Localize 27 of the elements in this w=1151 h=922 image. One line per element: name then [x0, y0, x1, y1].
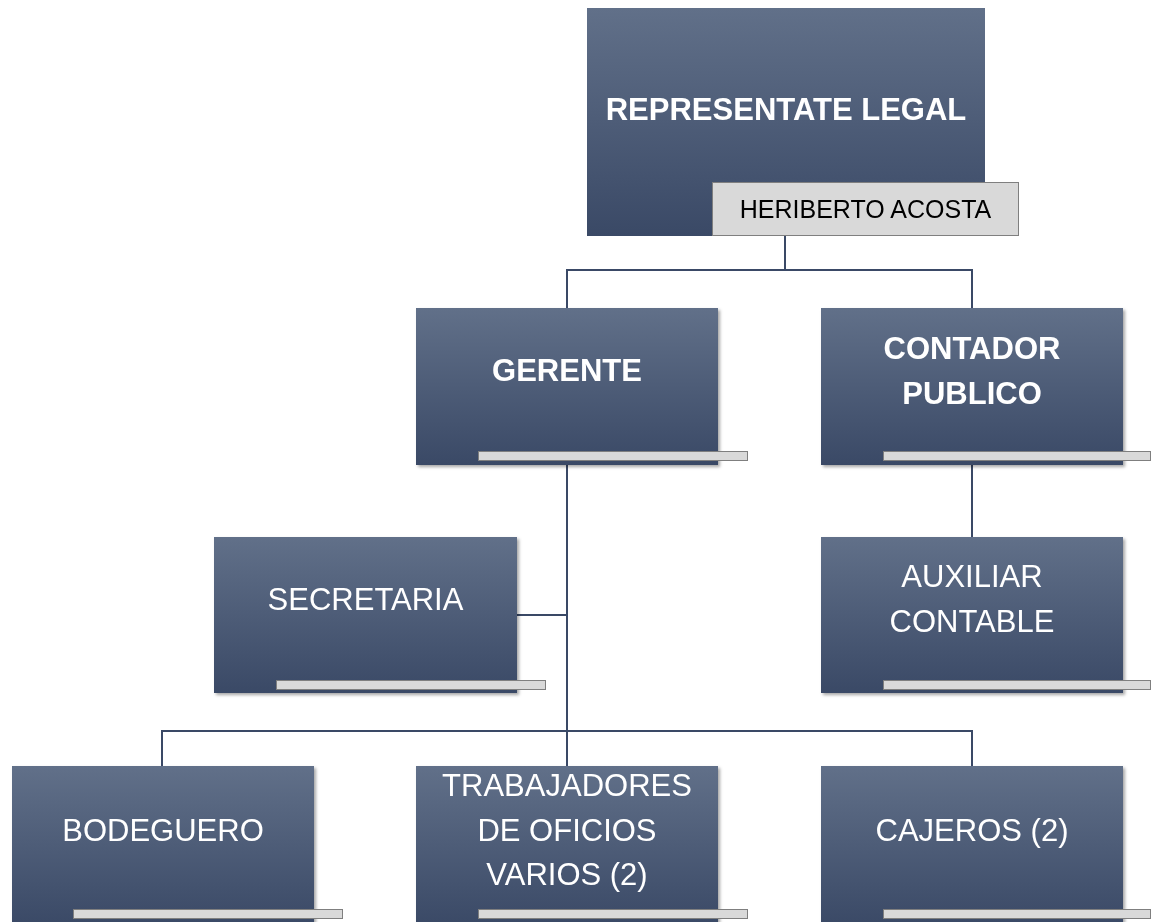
org-box — [821, 308, 1123, 465]
role-title: CAJEROS (2) — [875, 811, 1069, 850]
org-box — [821, 766, 1123, 922]
org-box — [416, 766, 718, 922]
connector-line — [971, 464, 973, 538]
org-box — [12, 766, 314, 922]
name-bar — [478, 451, 748, 461]
name-bar — [883, 909, 1151, 919]
role-title: REPRESENTATE LEGAL — [605, 90, 967, 129]
role-title: GERENTE — [492, 352, 642, 391]
connector-line — [784, 235, 973, 309]
person-name: HERIBERTO ACOSTA — [739, 194, 992, 224]
name-label-bar — [712, 182, 1019, 236]
name-bar — [276, 680, 546, 690]
role-title: TRABAJADORES DE OFICIOS VARIOS (2) — [441, 766, 693, 895]
org-box — [214, 537, 517, 693]
name-bar — [478, 909, 748, 919]
role-title: AUXILIAR CONTABLE — [888, 558, 1056, 641]
name-bar — [883, 680, 1151, 690]
role-title: SECRETARIA — [267, 580, 464, 619]
name-bar — [883, 451, 1151, 461]
name-bar — [73, 909, 343, 919]
role-title: BODEGUERO — [62, 811, 264, 850]
org-box — [416, 308, 718, 465]
org-box — [821, 537, 1123, 693]
org-box — [587, 8, 985, 182]
role-title: CONTADOR PUBLICO — [882, 329, 1062, 413]
